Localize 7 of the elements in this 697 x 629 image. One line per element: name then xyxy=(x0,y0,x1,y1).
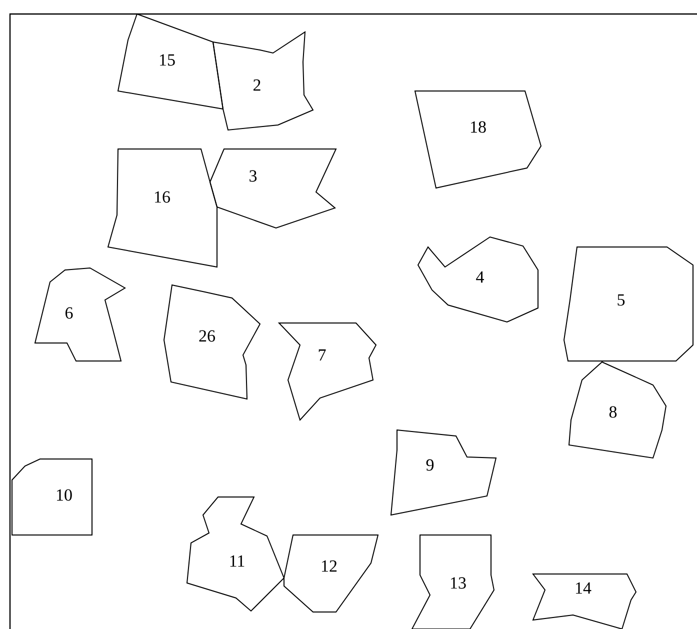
puzzle-piece: 5 xyxy=(564,246,694,362)
puzzle-piece: 12 xyxy=(284,534,379,612)
puzzle-piece: 11 xyxy=(186,496,285,612)
puzzle-piece: 14 xyxy=(532,574,637,629)
puzzle-piece: 13 xyxy=(411,534,495,629)
puzzle-piece: 16 xyxy=(107,148,218,268)
puzzle-piece: 10 xyxy=(12,458,92,536)
